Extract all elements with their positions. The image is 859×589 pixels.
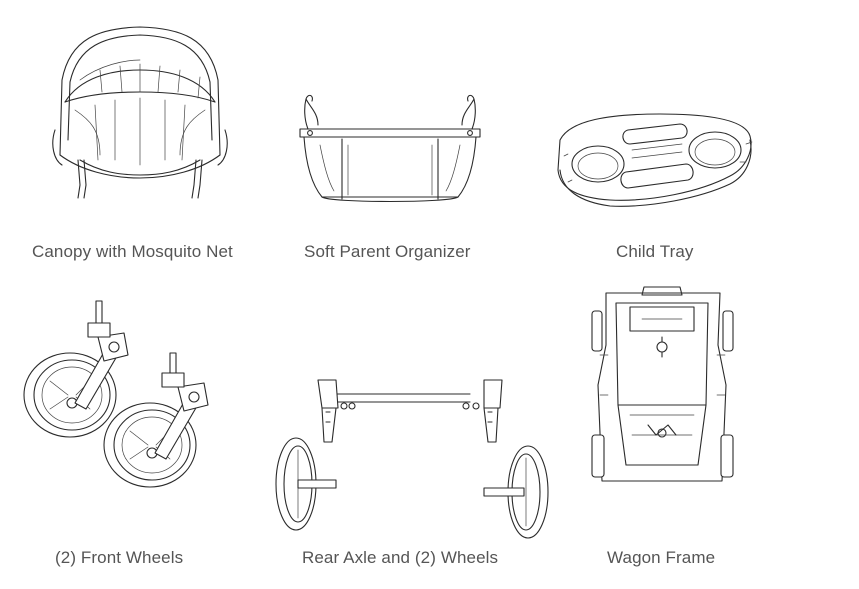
rear-axle-part [270,372,555,539]
rear-axle-icon [275,379,549,539]
front-wheels-label: (2) Front Wheels [55,548,184,567]
tray-icon [557,113,753,207]
front-wheels-icon [23,300,209,488]
organizer-label: Soft Parent Organizer [304,242,471,261]
canopy-label: Canopy with Mosquito Net [32,242,233,261]
wagon-frame-icon [591,286,734,482]
front-wheel-left [23,300,129,438]
child-tray-label: Child Tray [616,242,694,261]
canopy-icon [52,26,228,199]
child-tray-part [550,110,760,210]
front-wheels-part [20,295,220,495]
front-wheel-right [103,352,209,488]
organizer-icon [299,94,481,203]
organizer-part [290,85,490,210]
canopy-part [40,20,260,205]
wagon-frame-label: Wagon Frame [607,548,716,567]
rear-axle-label: Rear Axle and (2) Wheels [302,548,499,567]
wagon-frame-part [590,285,735,495]
